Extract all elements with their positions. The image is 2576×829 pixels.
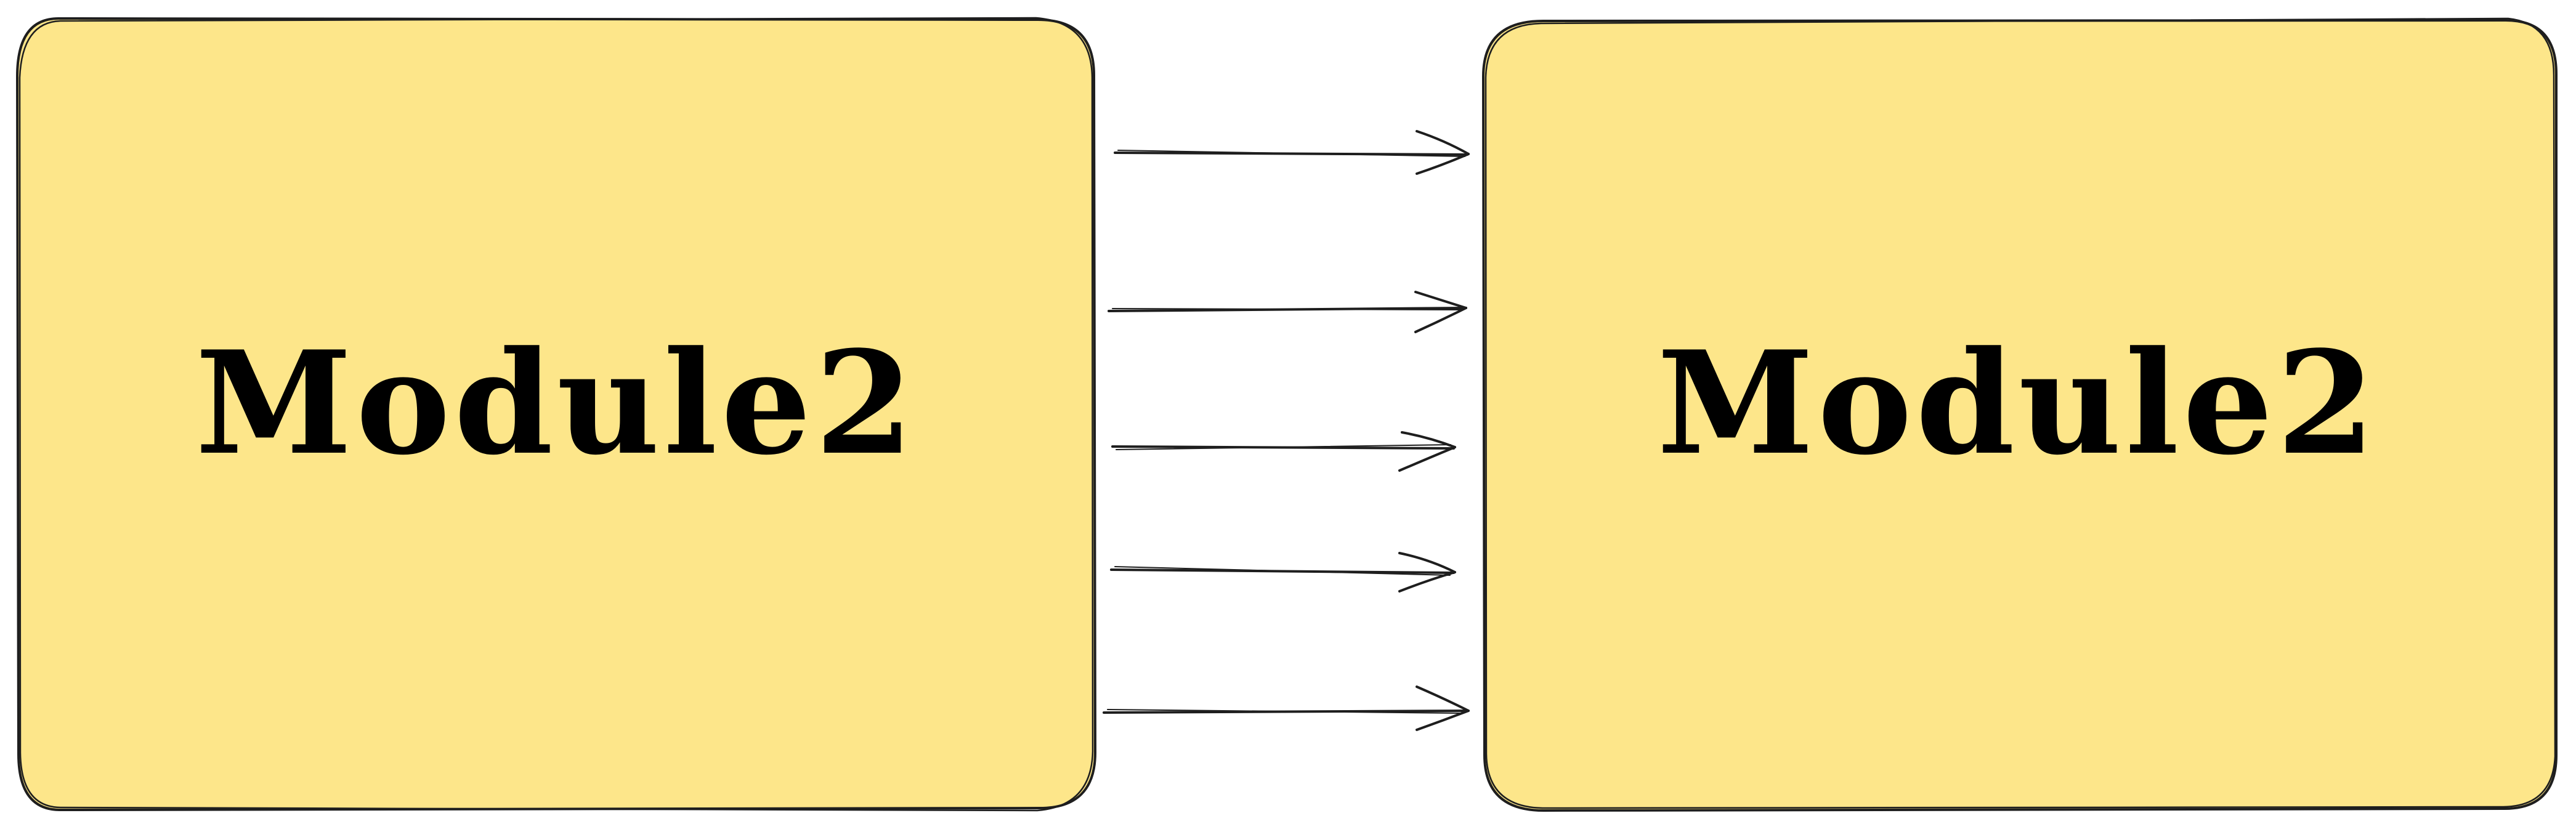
edge-arrow-5[interactable] (1103, 685, 1470, 731)
module-node-right-sketch (1484, 17, 2556, 809)
module-node-left[interactable]: Module2 (15, 17, 1097, 812)
edge-arrow-3[interactable] (1111, 431, 1456, 472)
module-node-right[interactable]: Module2 (1481, 17, 2558, 812)
module-node-left-label: Module2 (195, 320, 917, 487)
edge-arrow-1[interactable] (1114, 130, 1470, 175)
edge-arrow-2[interactable] (1108, 291, 1467, 333)
edges (1103, 130, 1470, 731)
module-node-right-box (1481, 18, 2558, 812)
module-node-right-label: Module2 (1657, 320, 2379, 487)
module-node-left-sketch (18, 17, 1094, 812)
edge-arrow-4[interactable] (1110, 552, 1456, 592)
module-node-left-box (15, 17, 1097, 812)
